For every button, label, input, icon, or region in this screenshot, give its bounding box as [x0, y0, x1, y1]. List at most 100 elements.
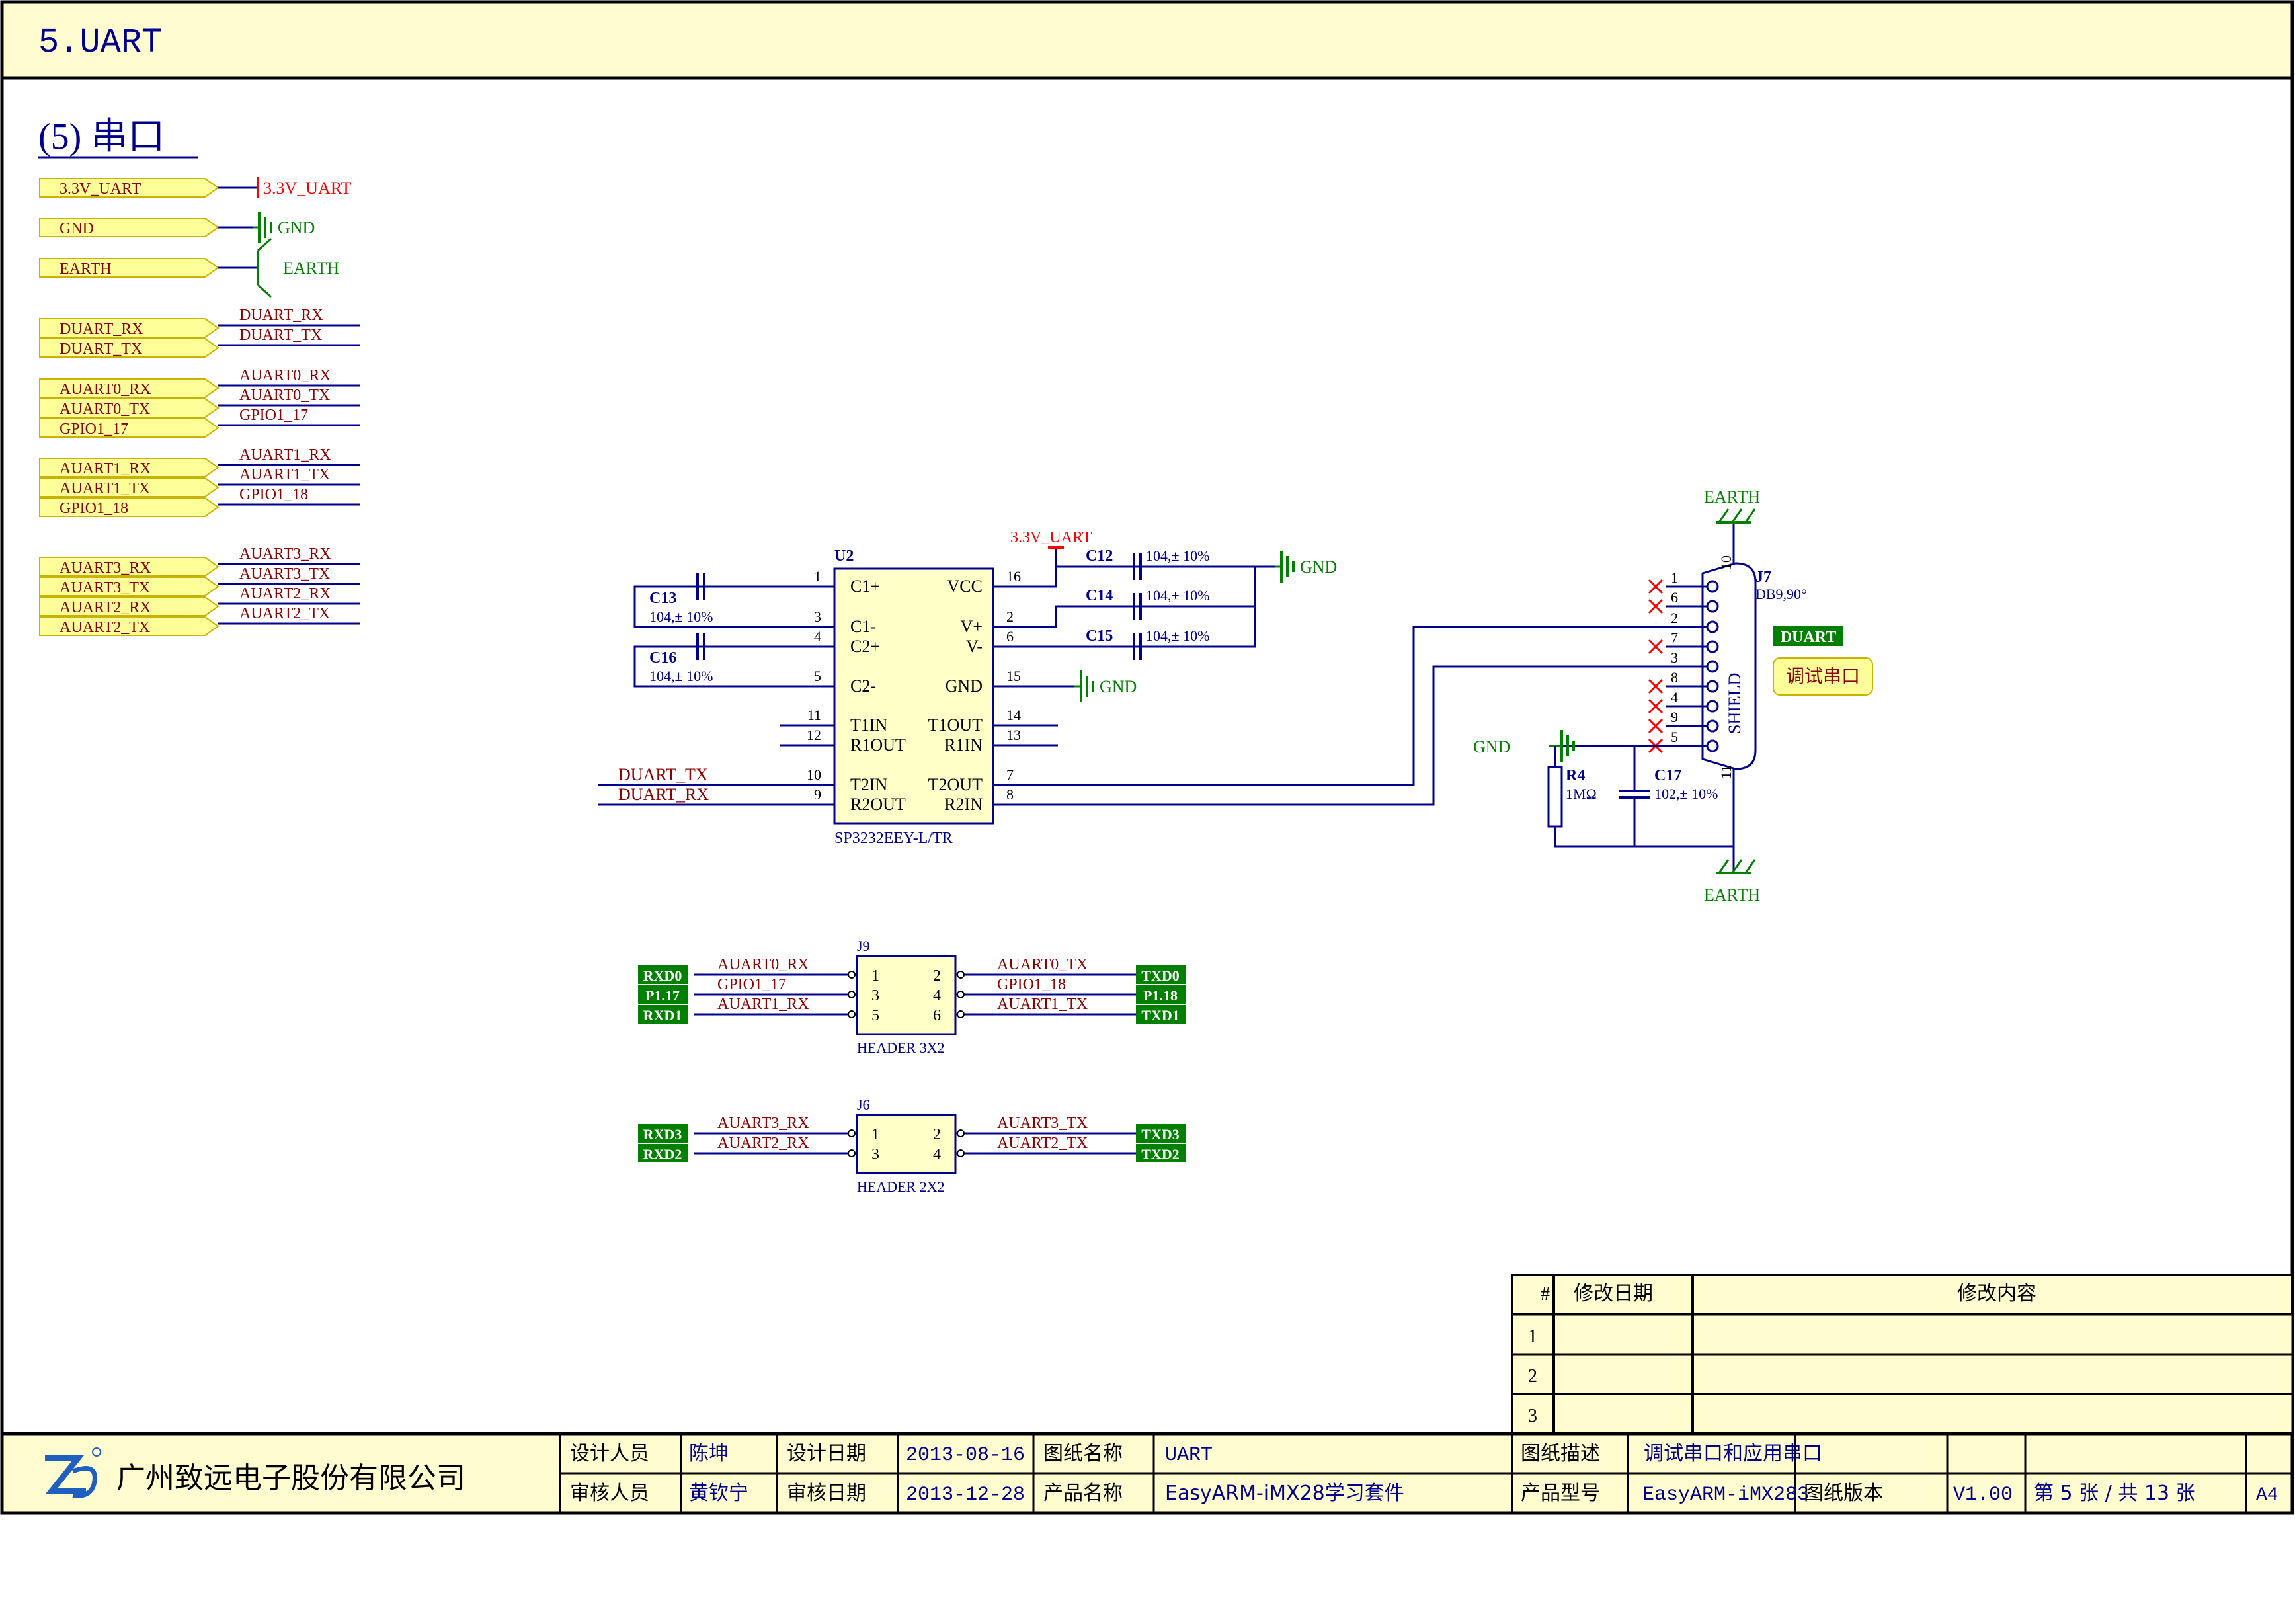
j7-pin-socket	[1706, 600, 1719, 613]
c17-ref: C17	[1654, 767, 1681, 784]
pin-tag-bg	[638, 985, 688, 1004]
net-label: DUART_TX	[239, 327, 322, 344]
net-label: AUART0_TX	[997, 956, 1088, 973]
header-pin-dot	[848, 971, 856, 979]
port-shape	[39, 577, 220, 596]
c15-value: 104,± 10%	[1146, 628, 1209, 644]
net-label: AUART0_TX	[239, 387, 330, 404]
revision-row	[1511, 1353, 2294, 1395]
j7-shield-pin: 11	[1718, 765, 1734, 779]
revision-col-content: 修改内容	[1957, 1282, 2036, 1305]
j7-pin-number: 7	[1671, 629, 1678, 646]
port-power: 3.3V_UART	[39, 178, 220, 198]
pin-tag: P1.17	[645, 987, 680, 1004]
product-value: EasyARM-iMX28学习套件	[1165, 1482, 1404, 1505]
net-label: GPIO1_17	[239, 407, 308, 424]
earth-hatch	[1744, 508, 1756, 523]
reviewer-label: 审核人员	[570, 1482, 649, 1505]
ground-symbol: GND	[1275, 551, 1337, 583]
u2-pin-name: T1OUT	[928, 715, 983, 735]
net-label: DUART_RX	[618, 785, 709, 804]
duart-tag-bg	[1773, 626, 1843, 646]
earth-hatch	[1718, 859, 1730, 873]
pin-tag-bg	[1136, 965, 1186, 984]
pin-tag-bg	[638, 1124, 688, 1143]
port-label: DUART_TX	[60, 341, 142, 358]
j7-pin-socket	[1706, 700, 1719, 713]
desc-value: 调试串口和应用串口	[1644, 1442, 1822, 1465]
header-pin-dot	[957, 1149, 965, 1157]
wire	[1046, 548, 1057, 588]
earth-hatch	[1731, 508, 1743, 523]
no-connect-mark	[1648, 678, 1664, 694]
c12-value: 104,± 10%	[1146, 548, 1209, 564]
j7-pin-number: 6	[1671, 589, 1678, 606]
wire	[633, 585, 782, 628]
debug-note: 调试串口	[1786, 665, 1860, 687]
pin-tag: TXD0	[1141, 967, 1179, 984]
r4-body	[1547, 766, 1563, 828]
pin-tag: TXD1	[1141, 1007, 1179, 1024]
port-signal: AUART0_RX	[39, 378, 220, 398]
r4-value: 1MΩ	[1566, 786, 1597, 802]
port-signal: AUART0_TX	[39, 398, 220, 418]
revision-row-number: 2	[1528, 1366, 1537, 1387]
j7-body	[1701, 562, 1757, 770]
j9-part: HEADER 3X2	[857, 1039, 945, 1056]
net-label: AUART3_TX	[239, 565, 330, 583]
sheet-number: 第 5 张 / 共 13 张	[2034, 1482, 2196, 1505]
u2-pin-name: VCC	[947, 577, 983, 596]
logo-registered-mark	[92, 1447, 101, 1457]
u2-pin-number: 7	[1006, 766, 1014, 783]
u2-pin-name: C2-	[850, 676, 876, 696]
port-label: EARTH	[60, 261, 112, 278]
port-signal: GPIO1_18	[39, 497, 220, 517]
net-label: GPIO1_18	[239, 486, 308, 503]
j7-pin-number: 5	[1671, 729, 1678, 745]
j6-part: HEADER 2X2	[857, 1178, 945, 1195]
section-title: (5) 串口	[38, 116, 165, 157]
header-pin-number: 5	[871, 1007, 879, 1024]
port-label: AUART1_RX	[60, 460, 151, 477]
port-shape	[39, 338, 220, 358]
port-signal: AUART1_TX	[39, 477, 220, 497]
earth-hatch	[1718, 508, 1730, 523]
header-pin-dot	[957, 1010, 965, 1018]
port-label: DUART_RX	[60, 321, 143, 338]
logo-z-stroke	[45, 1455, 86, 1494]
j6-ref: J6	[857, 1096, 870, 1113]
u2-pin-number: 10	[807, 766, 821, 783]
net-label: GPIO1_17	[717, 976, 786, 993]
j7-pin-socket	[1706, 660, 1719, 673]
u2-pin-name: C1-	[850, 617, 876, 636]
revision-col-date: 修改日期	[1574, 1282, 1653, 1305]
j7-pin-number: 3	[1671, 649, 1678, 666]
debug-note-bg	[1773, 657, 1873, 696]
pin-tag-bg	[638, 965, 688, 984]
header-pin-dot	[848, 1010, 856, 1018]
design-date-value: 2013-08-16	[906, 1444, 1025, 1467]
header-pin-number: 4	[933, 987, 941, 1004]
j7-pin-number: 8	[1671, 669, 1678, 686]
duart-tag: DUART	[1781, 629, 1837, 646]
c17-value: 102,± 10%	[1654, 786, 1718, 802]
pin-tag: TXD2	[1141, 1146, 1179, 1162]
ground-symbol	[1555, 730, 1575, 762]
port-label: AUART2_RX	[60, 599, 151, 616]
sheet-name-value: UART	[1165, 1444, 1213, 1467]
header-bar	[0, 0, 2294, 80]
pin-tag-bg	[1136, 1124, 1186, 1143]
port-label: AUART0_TX	[60, 401, 150, 418]
logo-g-stroke	[71, 1466, 97, 1498]
wire	[1046, 665, 1693, 806]
port-signal: AUART1_RX	[39, 458, 220, 477]
u2-pin-name: T2IN	[850, 775, 888, 794]
no-connect-mark	[1648, 698, 1664, 714]
net-label: AUART3_RX	[717, 1115, 809, 1132]
product-label: 产品名称	[1043, 1482, 1123, 1505]
design-date-label: 设计日期	[787, 1442, 866, 1465]
net-label: DUART_TX	[618, 765, 708, 784]
pin-tag-bg	[1136, 985, 1186, 1004]
revision-row	[1511, 1313, 2294, 1356]
